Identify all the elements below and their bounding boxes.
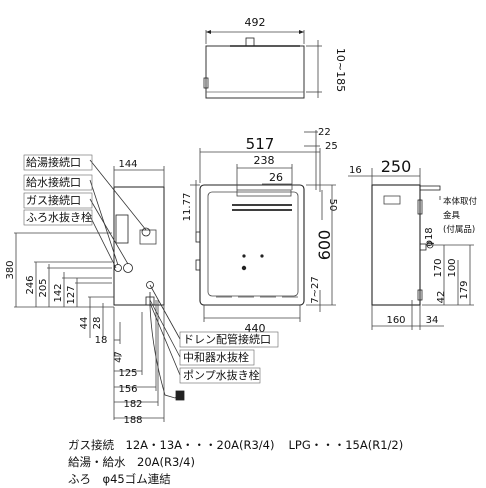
callout-hot-water-outlet: 給湯接続口: [26, 155, 81, 169]
side-16-label: 16: [349, 165, 362, 176]
note-gas-line: ガス接続 12A・13A・・・20A(R3/4) LPG・・・15A(R1/2): [68, 437, 403, 454]
front-22-label: 22: [318, 127, 331, 138]
left-246-label: 246: [25, 275, 36, 294]
left-125-label: 125: [118, 368, 137, 379]
left-side-view: 144 380 246 205 142 127 44 28: [5, 154, 185, 426]
side-note-line2: 金具: [443, 210, 461, 221]
side-34-label: 34: [426, 315, 439, 326]
top-view: 492 10~185: [203, 16, 347, 99]
side-phi18-label: φ18: [424, 227, 435, 246]
front-view: 517 238 26 22 25 11.77 50 600 7~27 440: [149, 127, 338, 384]
callout-pump-drain-plug: ポンプ水抜き栓: [183, 368, 260, 382]
front-50-label: 50: [327, 199, 338, 212]
side-42-label: 42: [436, 291, 447, 304]
front-1177-label: 11.77: [182, 193, 193, 222]
left-127-label: 127: [66, 285, 77, 304]
front-width-label: 517: [246, 135, 275, 153]
note-lpg: LPG・・・15A(R1/2): [288, 438, 404, 452]
left-47-label: 47: [114, 351, 124, 362]
front-727-label: 7~27: [310, 276, 321, 303]
front-26-label: 26: [269, 171, 283, 184]
side-100-label: 100: [447, 258, 458, 277]
top-width-label: 492: [245, 16, 266, 29]
left-28-label: 28: [92, 317, 103, 330]
left-156-label: 156: [118, 384, 137, 395]
top-depth-label: 10~185: [334, 48, 347, 92]
connection-notes: ガス接続 12A・13A・・・20A(R3/4)LPG・・・15A(R1/2) …: [68, 437, 403, 488]
left-205-label: 205: [38, 278, 49, 297]
right-side-view: 16 250 本体取付 金具 (付属品) φ18 170 100 42 179: [348, 157, 478, 330]
side-160-label: 160: [386, 315, 405, 326]
callout-water-inlet: 給水接続口: [26, 175, 81, 189]
note-bath: ふろ φ45ゴム連結: [68, 472, 171, 486]
left-144-label: 144: [118, 159, 137, 170]
side-note-line3: (付属品): [443, 224, 475, 235]
side-depth-label: 250: [381, 157, 412, 176]
left-182-label: 182: [123, 399, 142, 410]
left-44-label: 44: [79, 317, 90, 330]
note-gas: ガス接続 12A・13A・・・20A(R3/4): [68, 438, 275, 452]
front-25-label: 25: [325, 141, 338, 152]
left-142-label: 142: [53, 283, 64, 302]
left-380-label: 380: [5, 260, 16, 279]
left-188-label: 188: [123, 415, 142, 426]
callout-drain-pipe-port: ドレン配管接続口: [183, 332, 271, 346]
callout-gas-inlet: ガス接続口: [26, 193, 81, 207]
left-18-label: 18: [95, 335, 108, 346]
side-170-label: 170: [433, 258, 444, 277]
side-179-label: 179: [459, 280, 470, 299]
note-water: 給湯・給水 20A(R3/4): [68, 455, 195, 469]
front-height-label: 600: [315, 230, 334, 261]
callout-bath-drain-plug: ふろ水抜き栓: [26, 210, 92, 224]
front-238-label: 238: [254, 154, 275, 167]
side-note-line1: 本体取付: [443, 196, 478, 207]
callout-neutralizer-drain: 中和器水抜栓: [183, 350, 249, 364]
